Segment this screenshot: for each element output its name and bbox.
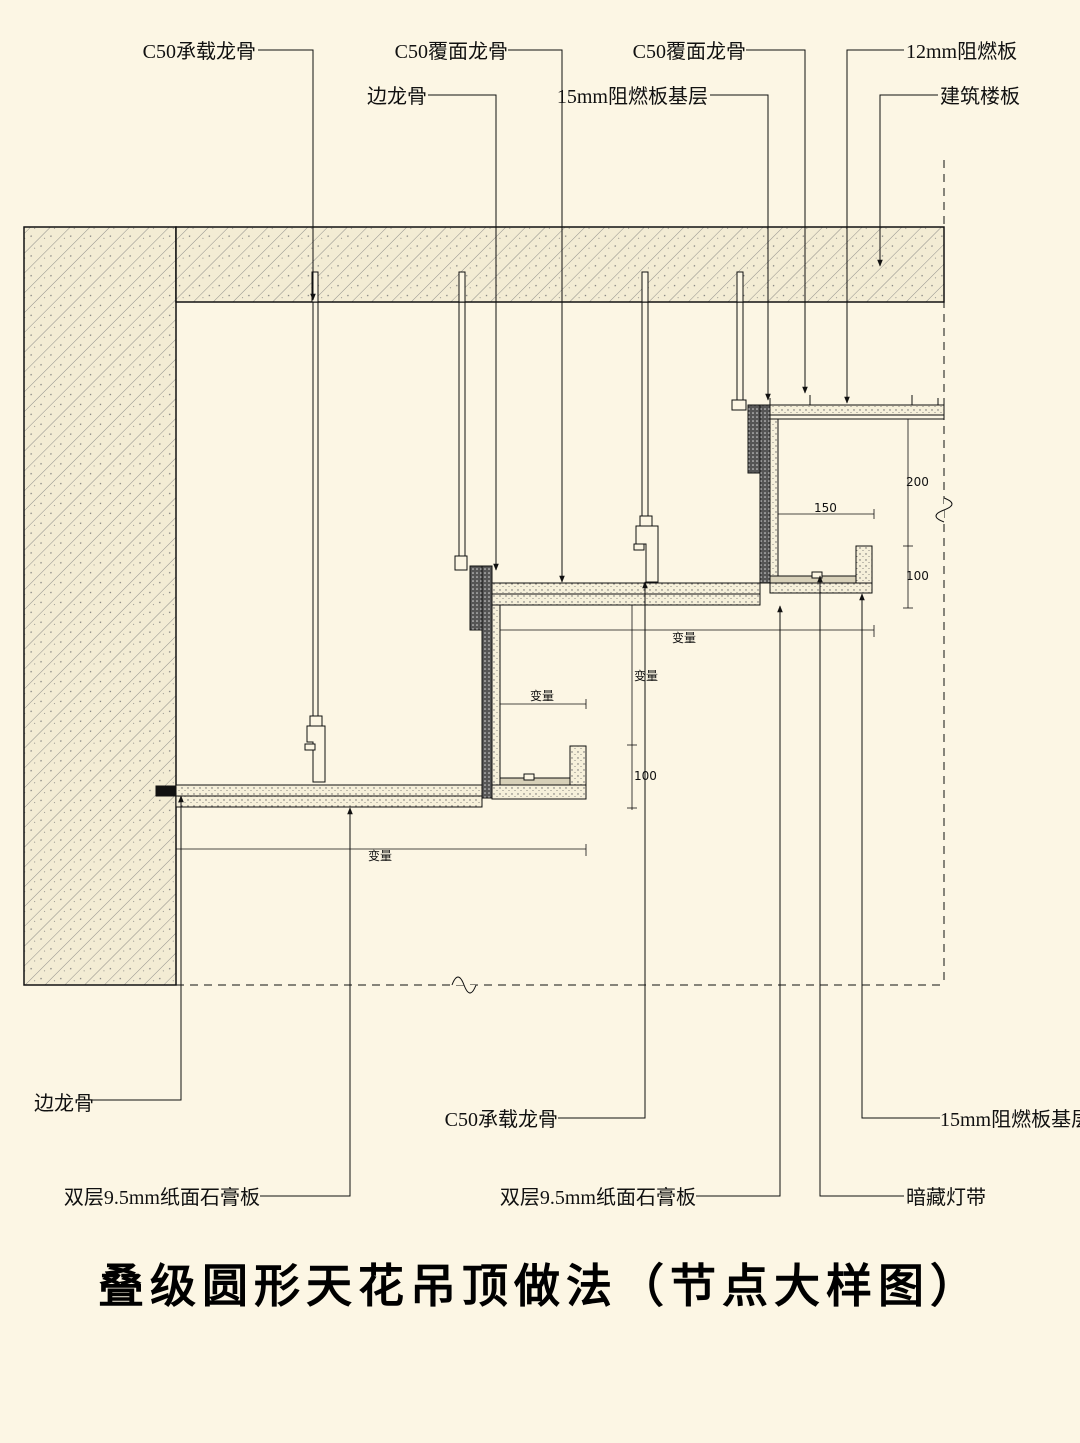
label-top-slab: 建筑楼板 — [940, 85, 1020, 108]
label-top-12mm: 12mm阻燃板 — [906, 40, 1017, 63]
label-bottom-c50-main: C50承载龙骨 — [445, 1108, 558, 1131]
upper-light-strip — [811, 571, 823, 579]
label-bottom-edge-keel: 边龙骨 — [34, 1092, 94, 1115]
upper-bottom-board — [769, 582, 873, 594]
building-structure — [23, 160, 953, 994]
dim-lower-width: 变量 — [368, 848, 392, 863]
lower-tier — [155, 784, 483, 808]
label-top-c50-cover-2: C50覆面龙骨 — [633, 40, 746, 63]
lower-edge-keel — [155, 785, 177, 797]
middle-15mm-base — [481, 565, 493, 799]
label-top-15mm-base: 15mm阻燃板基层 — [557, 85, 708, 108]
concrete-wall — [23, 226, 177, 986]
label-top-c50-cover-1: C50覆面龙骨 — [395, 40, 508, 63]
dim-upper-inset: 150 — [814, 501, 837, 515]
label-top-edge-keel: 边龙骨 — [367, 85, 427, 108]
callout-labels: C50承载龙骨 边龙骨 C50覆面龙骨 15mm阻燃板基层 C50覆面龙骨 12… — [34, 40, 1080, 1209]
break-symbol-bottom — [451, 976, 477, 994]
upper-wood-block — [747, 404, 761, 474]
label-bottom-light-strip: 暗藏灯带 — [906, 1186, 986, 1209]
middle-vertical-board — [491, 604, 501, 791]
hanger-rods — [304, 271, 747, 783]
label-bottom-15mm-base: 15mm阻燃板基层 — [940, 1108, 1080, 1131]
floor-slab — [175, 226, 945, 303]
hanger-rod-4 — [731, 271, 747, 411]
label-bottom-gypsum-1: 双层9.5mm纸面石膏板 — [64, 1186, 260, 1209]
upper-12mm-board — [759, 404, 945, 416]
hanger-rod-1 — [304, 271, 326, 783]
dim-lower-inset: 变量 — [530, 688, 554, 703]
middle-tier — [469, 565, 761, 800]
upper-tier — [747, 395, 945, 594]
upper-cover-keel — [769, 395, 939, 405]
dim-middle-drop: 变量 — [634, 668, 658, 683]
dim-middle-width: 变量 — [672, 630, 696, 645]
middle-light-strip — [523, 773, 535, 781]
middle-bottom-board — [491, 784, 587, 800]
dim-upper-lip: 100 — [906, 569, 929, 583]
upper-vertical-board — [769, 418, 779, 584]
hanger-rod-3 — [633, 271, 659, 583]
label-top-c50-main: C50承载龙骨 — [143, 40, 256, 63]
drawing-title: 叠级圆形天花吊顶做法（节点大样图） — [98, 1259, 982, 1313]
middle-lip-base — [499, 777, 571, 786]
label-bottom-gypsum-2: 双层9.5mm纸面石膏板 — [500, 1186, 696, 1209]
dimension-texts: 200 100 150 变量 变量 变量 100 变量 — [368, 475, 929, 863]
break-symbol-right — [935, 497, 953, 523]
hanger-rod-2 — [454, 271, 468, 571]
dimensions — [176, 418, 913, 856]
middle-lip-board — [569, 745, 587, 786]
upper-15mm-base — [759, 404, 771, 584]
dim-upper-height: 200 — [906, 475, 929, 489]
upper-lip-board — [855, 545, 873, 584]
leader-lines — [88, 49, 940, 1197]
